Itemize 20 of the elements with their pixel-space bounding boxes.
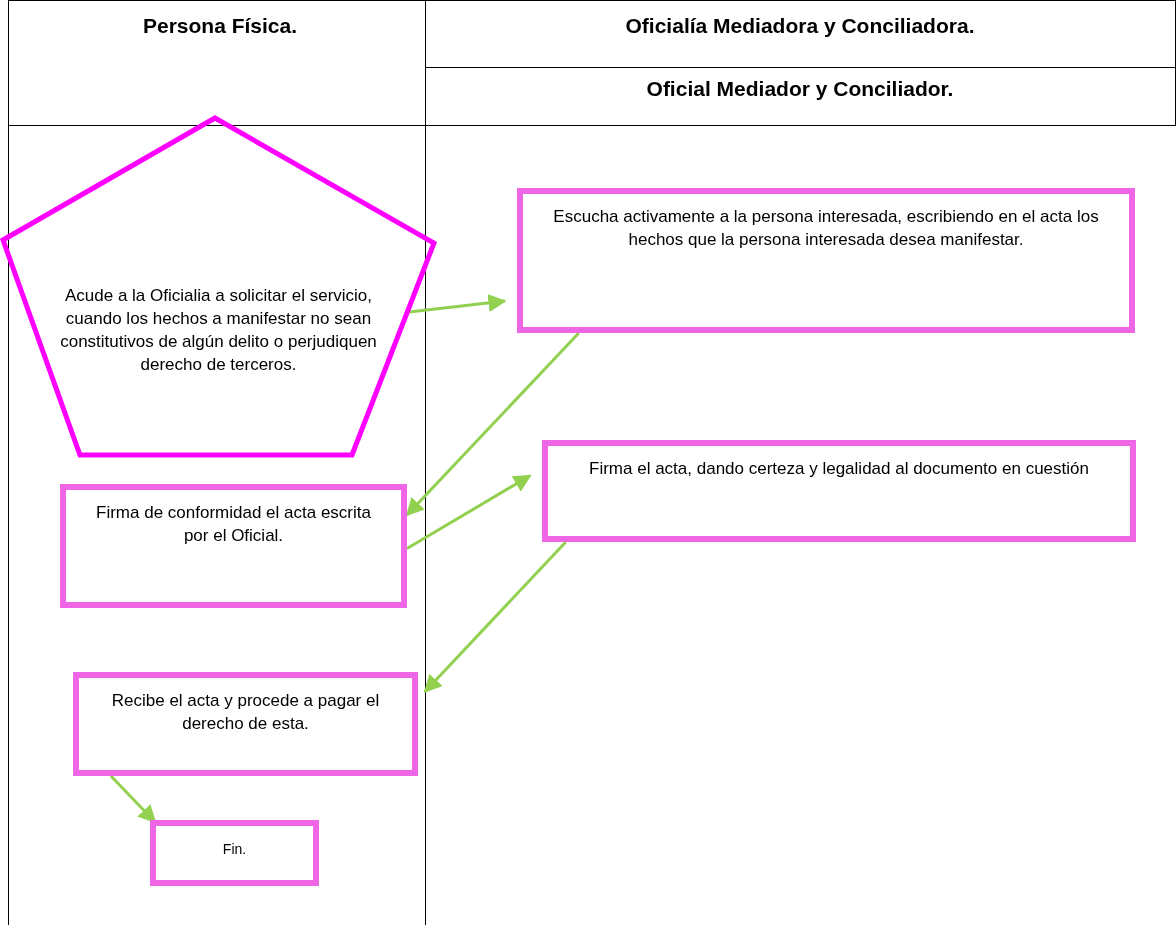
arrow [423, 540, 567, 694]
process-box [73, 672, 418, 776]
step-text: Firma de conformidad el acta escrita por el Oficial. [95, 502, 372, 547]
step-text: Firma el acta, dando certeza y legalidad al documento en cuestión [589, 458, 1089, 480]
arrow [405, 331, 580, 517]
column-header: Oficialía Mediadora y Conciliadora. [624, 14, 976, 38]
arrow [409, 294, 507, 314]
process-pentagon [0, 115, 437, 457]
step-text: Escucha activamente a la persona interesada, escribiendo en el acta los hechos que la persona interesada desea manifestar. [552, 206, 1100, 251]
process-box [150, 820, 319, 886]
step-text: Fin. [222, 840, 247, 859]
step-text: Recibe el acta y procede a pagar el derecho de esta. [110, 690, 381, 735]
process-box [542, 440, 1136, 542]
arrow [109, 774, 157, 824]
process-box [60, 484, 407, 608]
step-text: Acude a la Oficialia a solicitar el servicio, cuando los hechos a manifestar no sean constitutivos de algún delito o perjudiquen derecho de terceros. [59, 285, 378, 376]
column-header: Oficial Mediador y Conciliador. [645, 77, 955, 101]
arrow [406, 474, 532, 550]
column-header: Persona Física. [141, 14, 299, 38]
process-box [517, 188, 1135, 333]
